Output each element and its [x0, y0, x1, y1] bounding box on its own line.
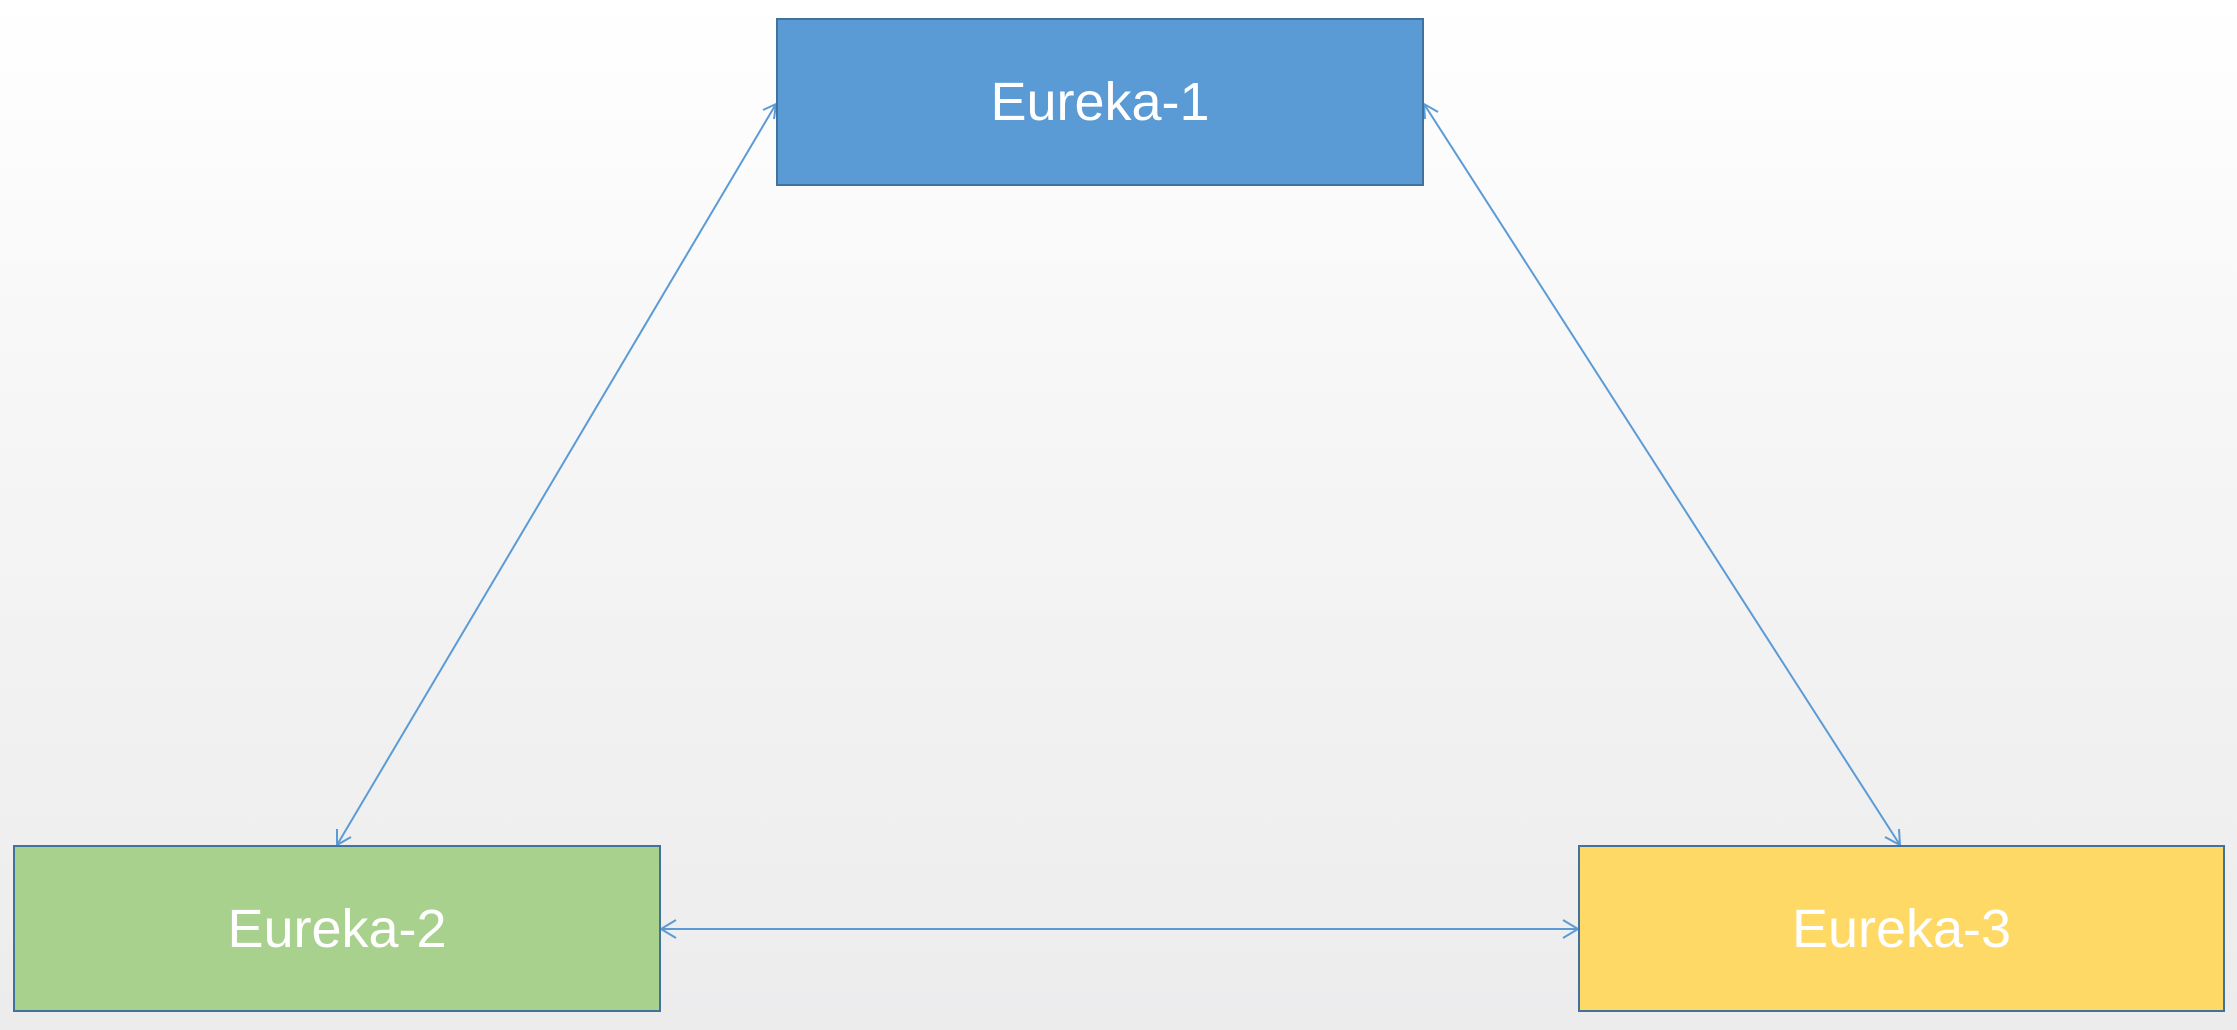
connector-line	[336, 103, 777, 846]
node-eureka-3: Eureka-3	[1578, 845, 2225, 1012]
node-label: Eureka-1	[990, 72, 1210, 132]
connector-eureka2-eureka3	[659, 919, 1580, 939]
arrowhead-eureka2-end	[659, 919, 677, 939]
node-eureka-2: Eureka-2	[13, 845, 661, 1012]
node-label: Eureka-2	[227, 898, 447, 959]
connector-line	[1423, 103, 1901, 846]
connector-eureka1-eureka3	[1422, 102, 1902, 847]
node-label: Eureka-3	[1791, 898, 2012, 959]
connector-eureka1-eureka2	[336, 102, 778, 847]
node-eureka-1: Eureka-1	[776, 18, 1424, 186]
arrowhead-eureka1-end	[1422, 102, 1439, 120]
